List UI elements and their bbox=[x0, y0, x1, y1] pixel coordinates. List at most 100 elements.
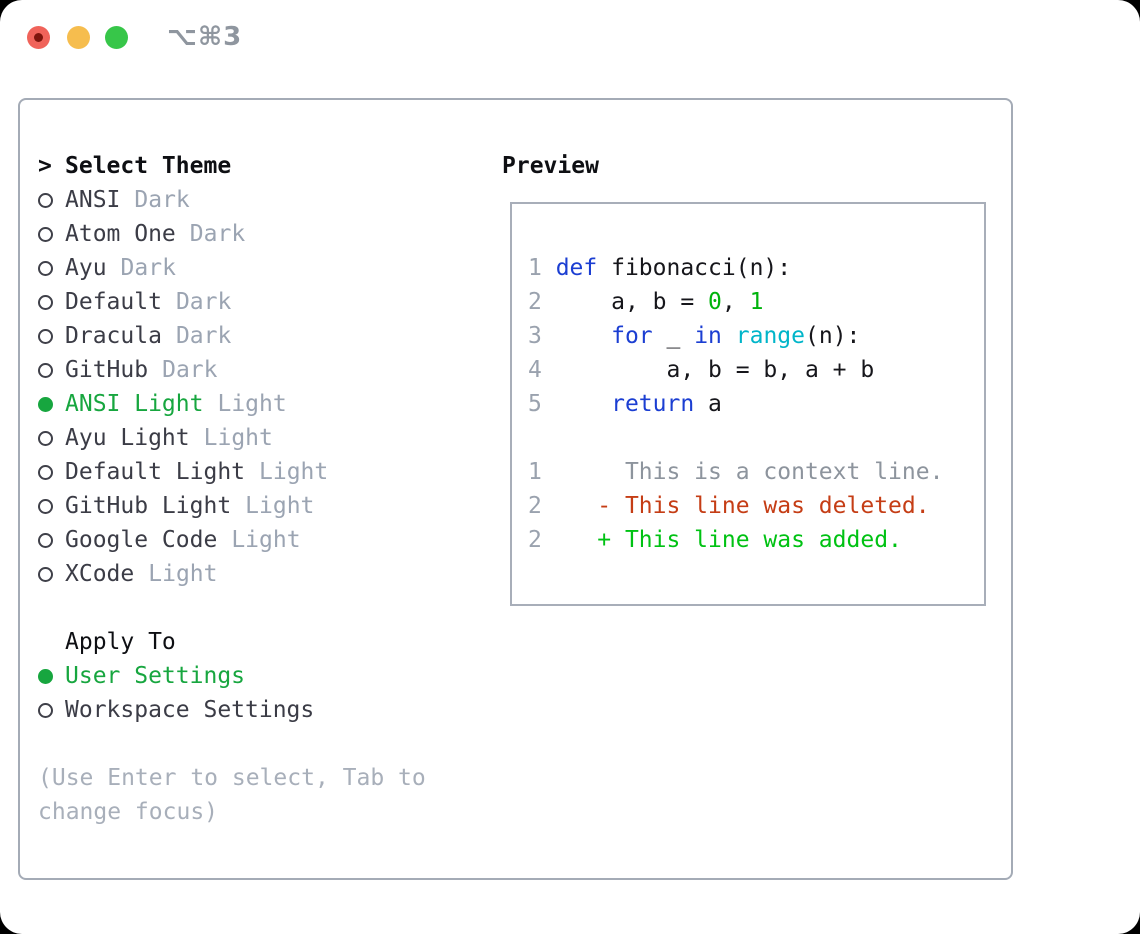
theme-item-label: Ayu Light bbox=[65, 425, 190, 451]
apply-to-header-row: Apply To bbox=[38, 625, 483, 659]
line-number: 1 bbox=[528, 459, 542, 485]
code-segment-tx bbox=[556, 391, 611, 417]
code-segment-tx bbox=[556, 323, 611, 349]
radio-selected-icon bbox=[38, 396, 65, 412]
code-segment-del: - This line was deleted. bbox=[555, 493, 930, 519]
code-segment-tx: a bbox=[694, 391, 722, 417]
code-segment-fn: range bbox=[735, 323, 805, 349]
apply-option-label: Workspace Settings bbox=[65, 697, 315, 723]
code-segment-tx bbox=[722, 323, 736, 349]
code-segment-tx: _ bbox=[652, 323, 695, 349]
apply-option-label: User Settings bbox=[65, 663, 246, 689]
radio-icon bbox=[38, 566, 65, 582]
radio-icon bbox=[38, 702, 65, 718]
code-line: 2 - This line was deleted. bbox=[528, 489, 984, 523]
theme-variant-label: Dark bbox=[189, 221, 246, 247]
theme-variant-label: Light bbox=[203, 425, 273, 451]
code-line: 1 def fibonacci(n): bbox=[528, 251, 984, 285]
radio-icon bbox=[38, 260, 65, 276]
theme-item-label: Default bbox=[65, 289, 162, 315]
radio-icon bbox=[38, 328, 65, 344]
close-button[interactable] bbox=[27, 26, 50, 49]
spacer bbox=[38, 591, 483, 625]
theme-item-label: ANSI Light bbox=[65, 391, 204, 417]
apply-to-title: Apply To bbox=[65, 629, 176, 655]
line-number: 1 bbox=[528, 255, 542, 281]
apply-option-user-settings[interactable]: User Settings bbox=[38, 659, 483, 693]
code-line bbox=[528, 421, 984, 455]
line-number: 2 bbox=[528, 289, 542, 315]
theme-item-label: Default Light bbox=[65, 459, 246, 485]
theme-item-google-code[interactable]: Google Code Light bbox=[38, 523, 483, 557]
line-number: 2 bbox=[528, 527, 542, 553]
radio-icon bbox=[38, 464, 65, 480]
zoom-button[interactable] bbox=[105, 26, 128, 49]
theme-item-ansi-light[interactable]: ANSI Light Light bbox=[38, 387, 483, 421]
theme-item-label: Ayu bbox=[65, 255, 107, 281]
theme-item-label: GitHub Light bbox=[65, 493, 232, 519]
line-number: 5 bbox=[528, 391, 542, 417]
code-segment-tx: a, b = bbox=[555, 289, 709, 315]
theme-variant-label: Light bbox=[245, 493, 315, 519]
radio-icon bbox=[38, 294, 65, 310]
code-segment-num: 0 bbox=[708, 289, 722, 315]
radio-icon bbox=[38, 192, 65, 208]
code-line: 2 a, b = 0, 1 bbox=[528, 285, 984, 319]
theme-list-title: Select Theme bbox=[65, 153, 232, 179]
theme-list-header-row: > Select Theme bbox=[38, 149, 483, 183]
code-segment-kw: in bbox=[694, 323, 722, 349]
theme-item-ayu[interactable]: Ayu Dark bbox=[38, 251, 483, 285]
code-segment-kw: for bbox=[611, 323, 653, 349]
hint-text: (Use Enter to select, Tab to change focu… bbox=[38, 765, 426, 825]
theme-item-github-light[interactable]: GitHub Light Light bbox=[38, 489, 483, 523]
radio-icon bbox=[38, 362, 65, 378]
radio-icon bbox=[38, 430, 65, 446]
line-number: 2 bbox=[528, 493, 542, 519]
radio-icon bbox=[38, 226, 65, 242]
code-segment-kw: return bbox=[611, 391, 695, 417]
code-line: 1 This is a context line. bbox=[528, 455, 984, 489]
code-segment-tx: , bbox=[721, 289, 750, 315]
code-line: 3 for _ in range(n): bbox=[528, 319, 984, 353]
theme-variant-label: Light bbox=[231, 527, 301, 553]
theme-variant-label: Dark bbox=[175, 323, 232, 349]
code-segment-add: + This line was added. bbox=[555, 527, 902, 553]
window-title: ⌥⌘3 bbox=[167, 22, 243, 52]
minimize-button[interactable] bbox=[67, 26, 90, 49]
theme-item-label: Google Code bbox=[65, 527, 218, 553]
theme-item-label: Atom One bbox=[65, 221, 176, 247]
radio-selected-icon bbox=[38, 668, 65, 684]
code-segment-num: 1 bbox=[749, 289, 764, 315]
theme-variant-label: Dark bbox=[134, 187, 190, 213]
preview-title: Preview bbox=[502, 153, 599, 179]
spacer bbox=[38, 727, 483, 761]
prompt-caret-icon: > bbox=[38, 153, 52, 179]
code-line: 5 return a bbox=[528, 387, 984, 421]
theme-variant-label: Dark bbox=[162, 357, 218, 383]
theme-item-default-light[interactable]: Default Light Light bbox=[38, 455, 483, 489]
theme-variant-label: Light bbox=[259, 459, 329, 485]
code-segment-tx: (n): bbox=[805, 323, 861, 349]
unsaved-dot-icon bbox=[34, 33, 43, 42]
theme-variant-label: Light bbox=[217, 391, 287, 417]
theme-variant-label: Dark bbox=[120, 255, 176, 281]
apply-option-workspace-settings[interactable]: Workspace Settings bbox=[38, 693, 483, 727]
line-number: 3 bbox=[528, 323, 542, 349]
code-line: 4 a, b = b, a + b bbox=[528, 353, 984, 387]
theme-item-atom-one[interactable]: Atom One Dark bbox=[38, 217, 483, 251]
radio-icon bbox=[38, 532, 65, 548]
theme-item-ayu-light[interactable]: Ayu Light Light bbox=[38, 421, 483, 455]
radio-icon bbox=[38, 498, 65, 514]
theme-variant-label: Light bbox=[148, 561, 218, 587]
